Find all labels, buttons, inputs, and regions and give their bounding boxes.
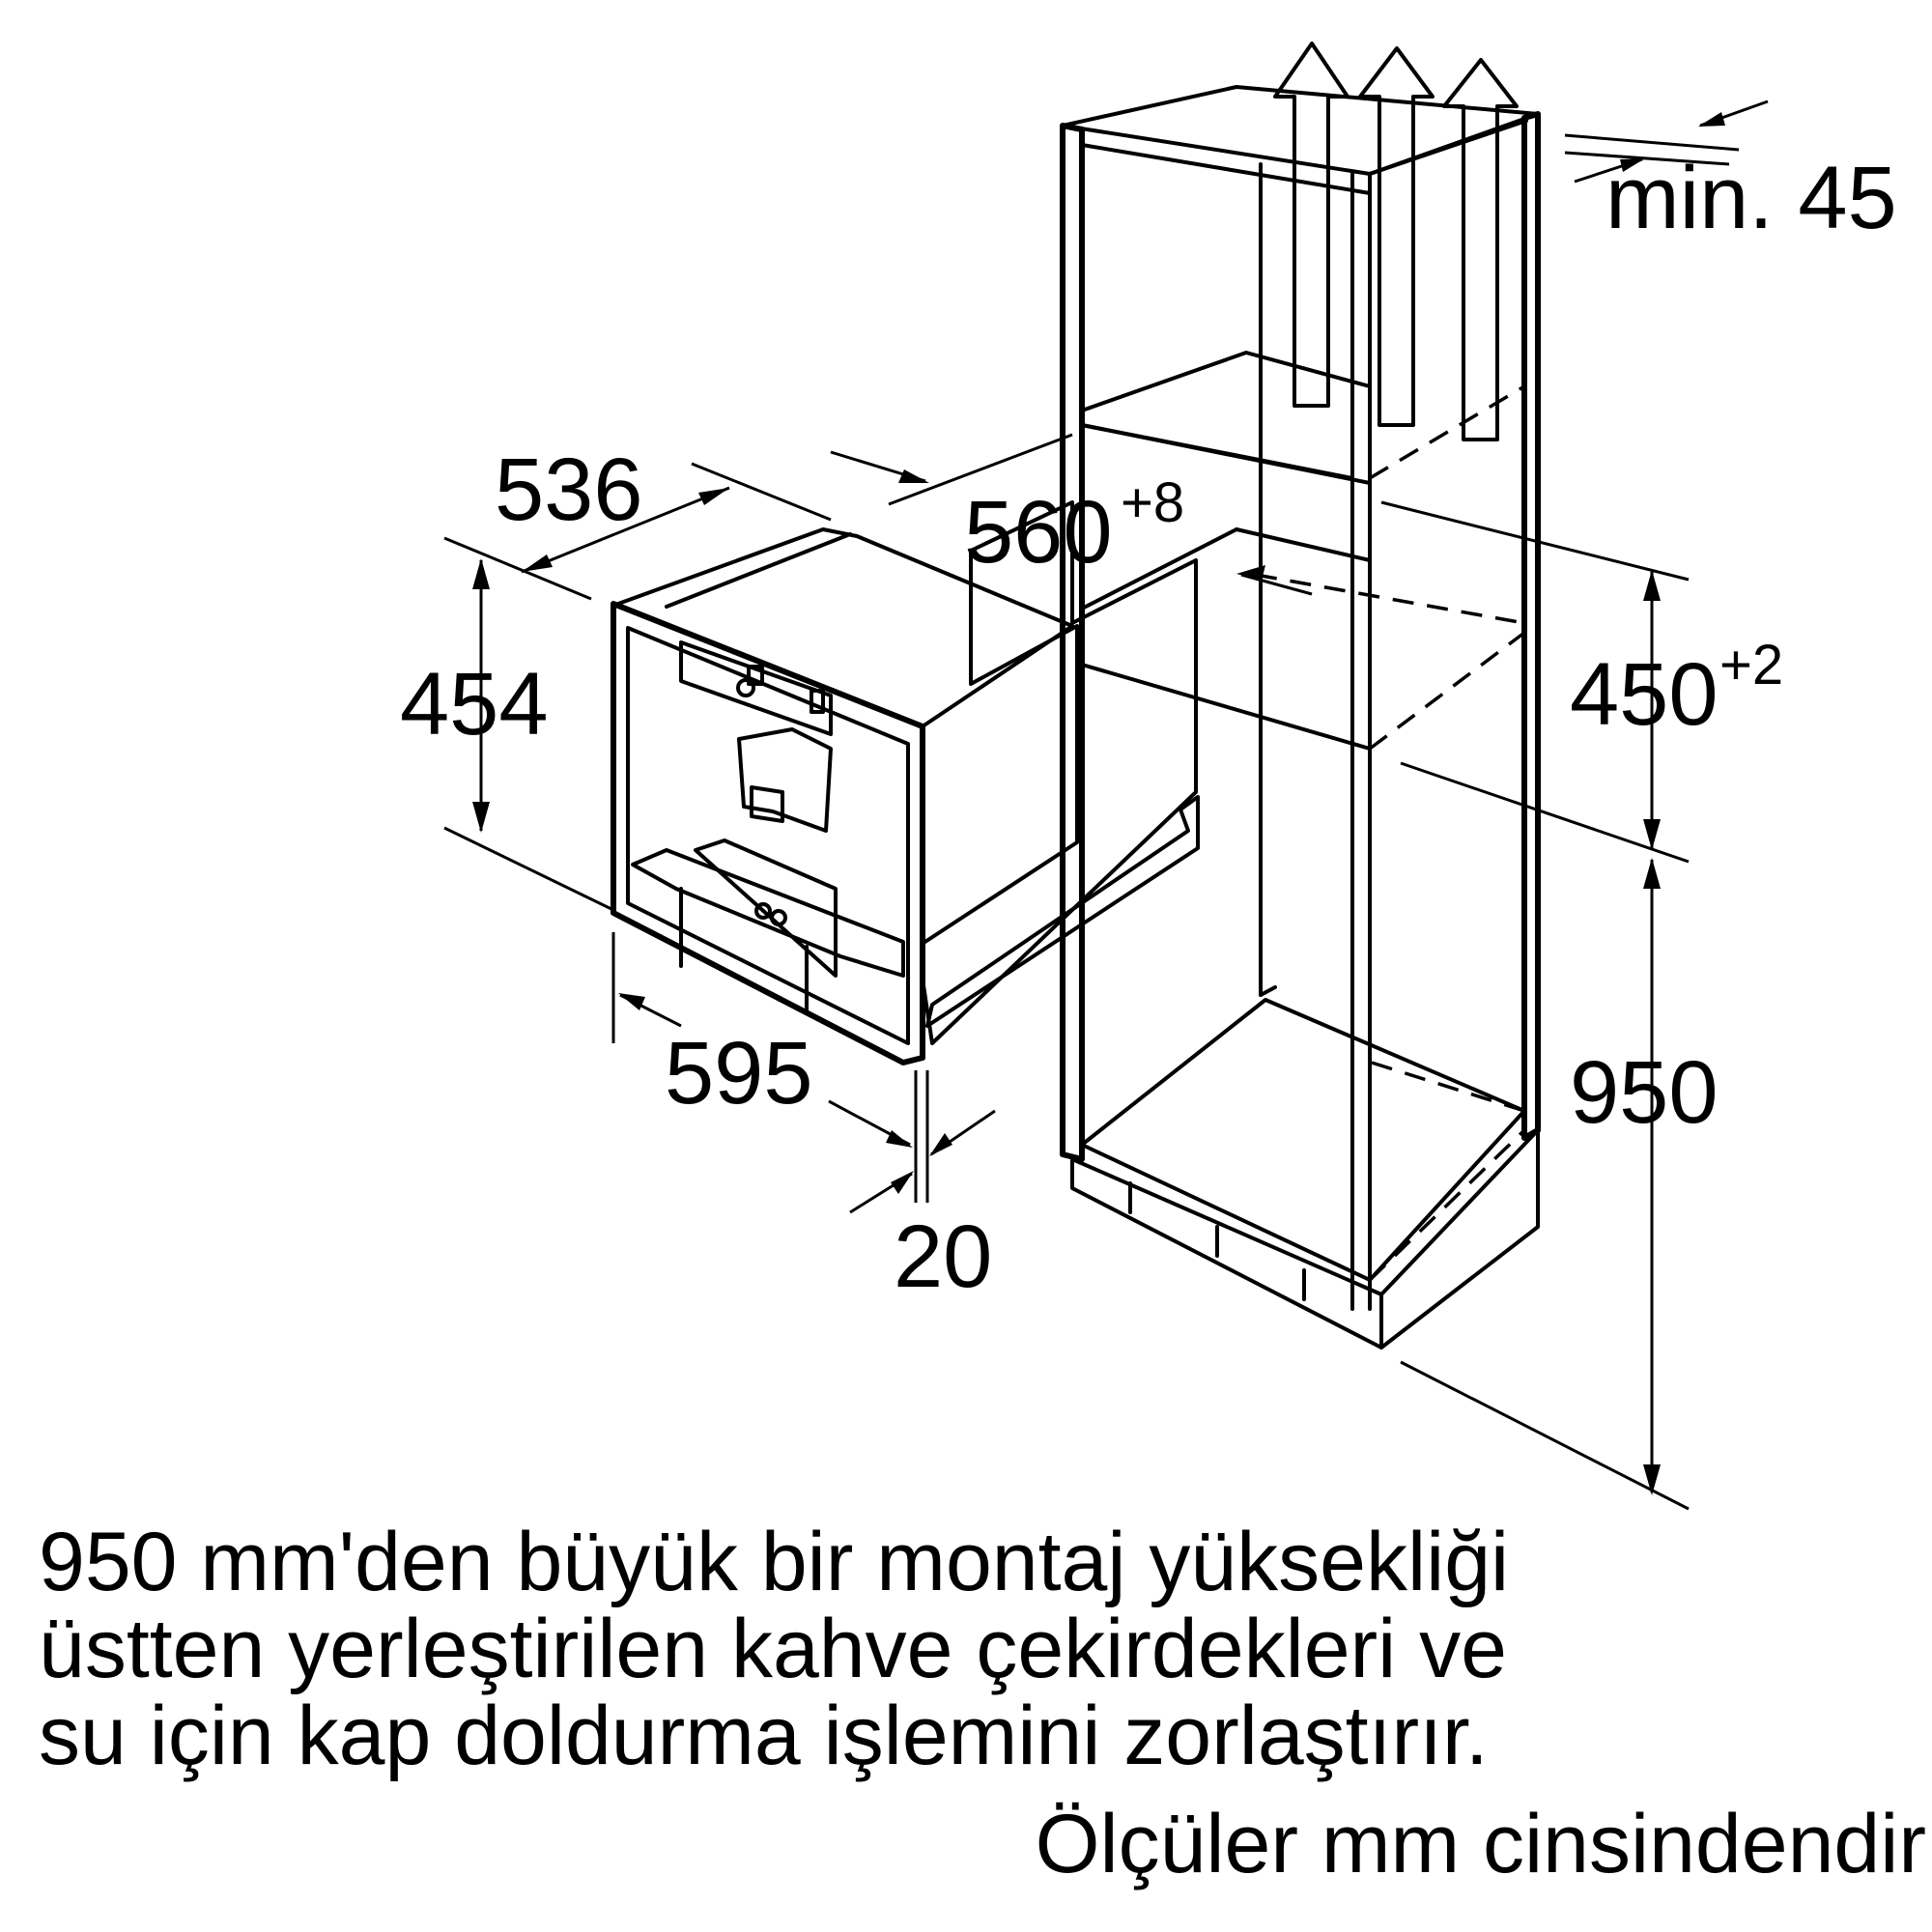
tall-cabinet — [1060, 85, 1541, 1350]
dimension-labels: 536 560 +8 454 450 +2 950 595 20 min. 45 — [400, 149, 1897, 1306]
note-line-1: 950 mm'den büyük bir montaj yüksekliği — [39, 1516, 1510, 1608]
dim-450-tolerance: +2 — [1719, 634, 1783, 696]
dim-min-45: min. 45 — [1605, 149, 1897, 247]
note-line-3: su için kap doldurma işlemini zorlaştırı… — [39, 1690, 1489, 1782]
dim-950: 950 — [1570, 1043, 1719, 1142]
dim-560: 560 — [964, 483, 1113, 582]
ventilation-arrows — [1273, 42, 1519, 441]
dim-595: 595 — [665, 1024, 813, 1122]
dim-560-value: 560 — [964, 483, 1113, 582]
dim-450: 450 — [1570, 645, 1719, 744]
dim-454: 454 — [400, 655, 549, 753]
dim-560-tolerance: +8 — [1121, 471, 1184, 534]
coffee-machine — [611, 500, 1200, 1065]
note-line-2: üstten yerleştirilen kahve çekirdekleri … — [39, 1603, 1507, 1695]
units-note: Ölçüler mm cinsindendir — [1035, 1798, 1926, 1890]
dim-450-value: 450 — [1570, 645, 1719, 744]
dimension-lines — [443, 99, 1769, 1511]
installation-note: 950 mm'den büyük bir montaj yüksekliği ü… — [39, 1519, 1874, 1779]
dim-536: 536 — [495, 440, 643, 539]
dim-20: 20 — [894, 1208, 992, 1306]
